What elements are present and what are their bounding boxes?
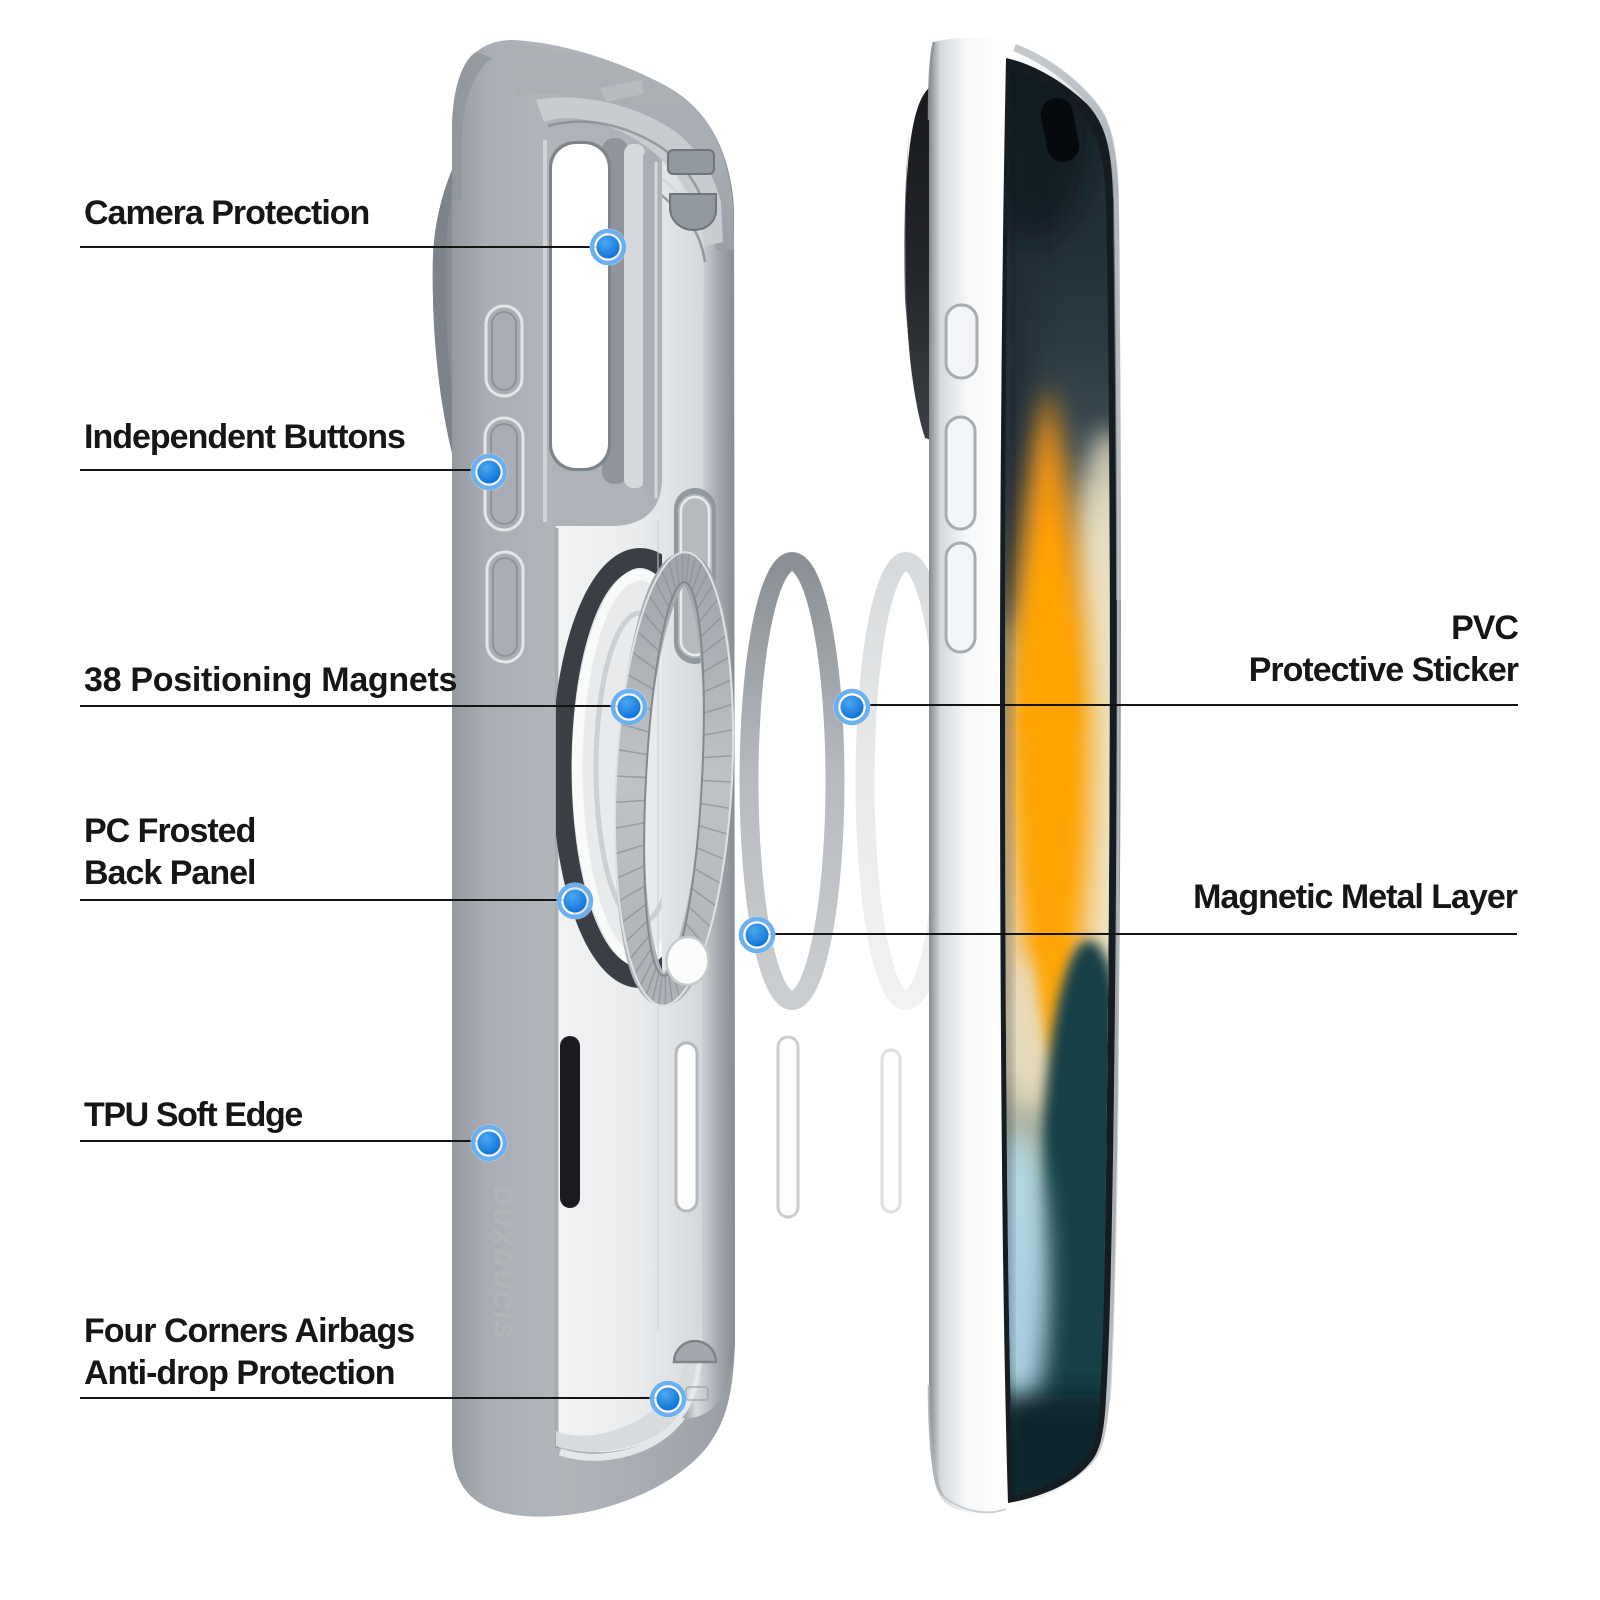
svg-text:DUXDUCIS: DUXDUCIS [488, 1187, 516, 1342]
